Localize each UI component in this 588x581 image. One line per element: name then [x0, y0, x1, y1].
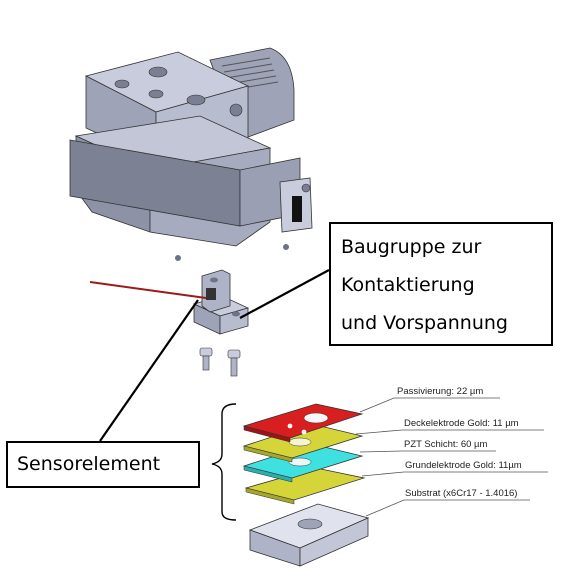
- label-substrat: Substrat (x6Cr17 - 1.4016): [405, 488, 518, 499]
- sensor-callout-line: [99, 299, 199, 442]
- contact-block: [192, 269, 250, 335]
- sensor-layer-stack: [242, 403, 370, 567]
- label-grundelektrode: Grundelektrode Gold: 11µm: [405, 460, 522, 471]
- label-passivierung: Passivierung: 22 µm: [397, 386, 484, 397]
- layer-leader-lines: [355, 397, 548, 517]
- label-pzt: PZT Schicht: 60 µm: [404, 439, 488, 450]
- label-deckelektrode: Deckelektrode Gold: 11 µm: [404, 418, 519, 429]
- layer-brace: [211, 403, 237, 521]
- assembly-callout-line: [239, 269, 330, 319]
- tool-holder: [69, 47, 313, 261]
- sensor-callout-text: Sensorelement: [17, 453, 161, 475]
- assembly-callout-line-1: Baugruppe zur: [341, 236, 482, 258]
- assembly-callout: Baugruppe zur Kontaktierung und Vorspann…: [329, 222, 553, 346]
- assembly-callout-line-2: Kontaktierung: [341, 274, 475, 296]
- screws: [199, 347, 241, 377]
- sensor-callout: Sensorelement: [6, 441, 200, 488]
- wire: [89, 281, 207, 299]
- assembly-callout-line-3: und Vorspannung: [341, 312, 508, 334]
